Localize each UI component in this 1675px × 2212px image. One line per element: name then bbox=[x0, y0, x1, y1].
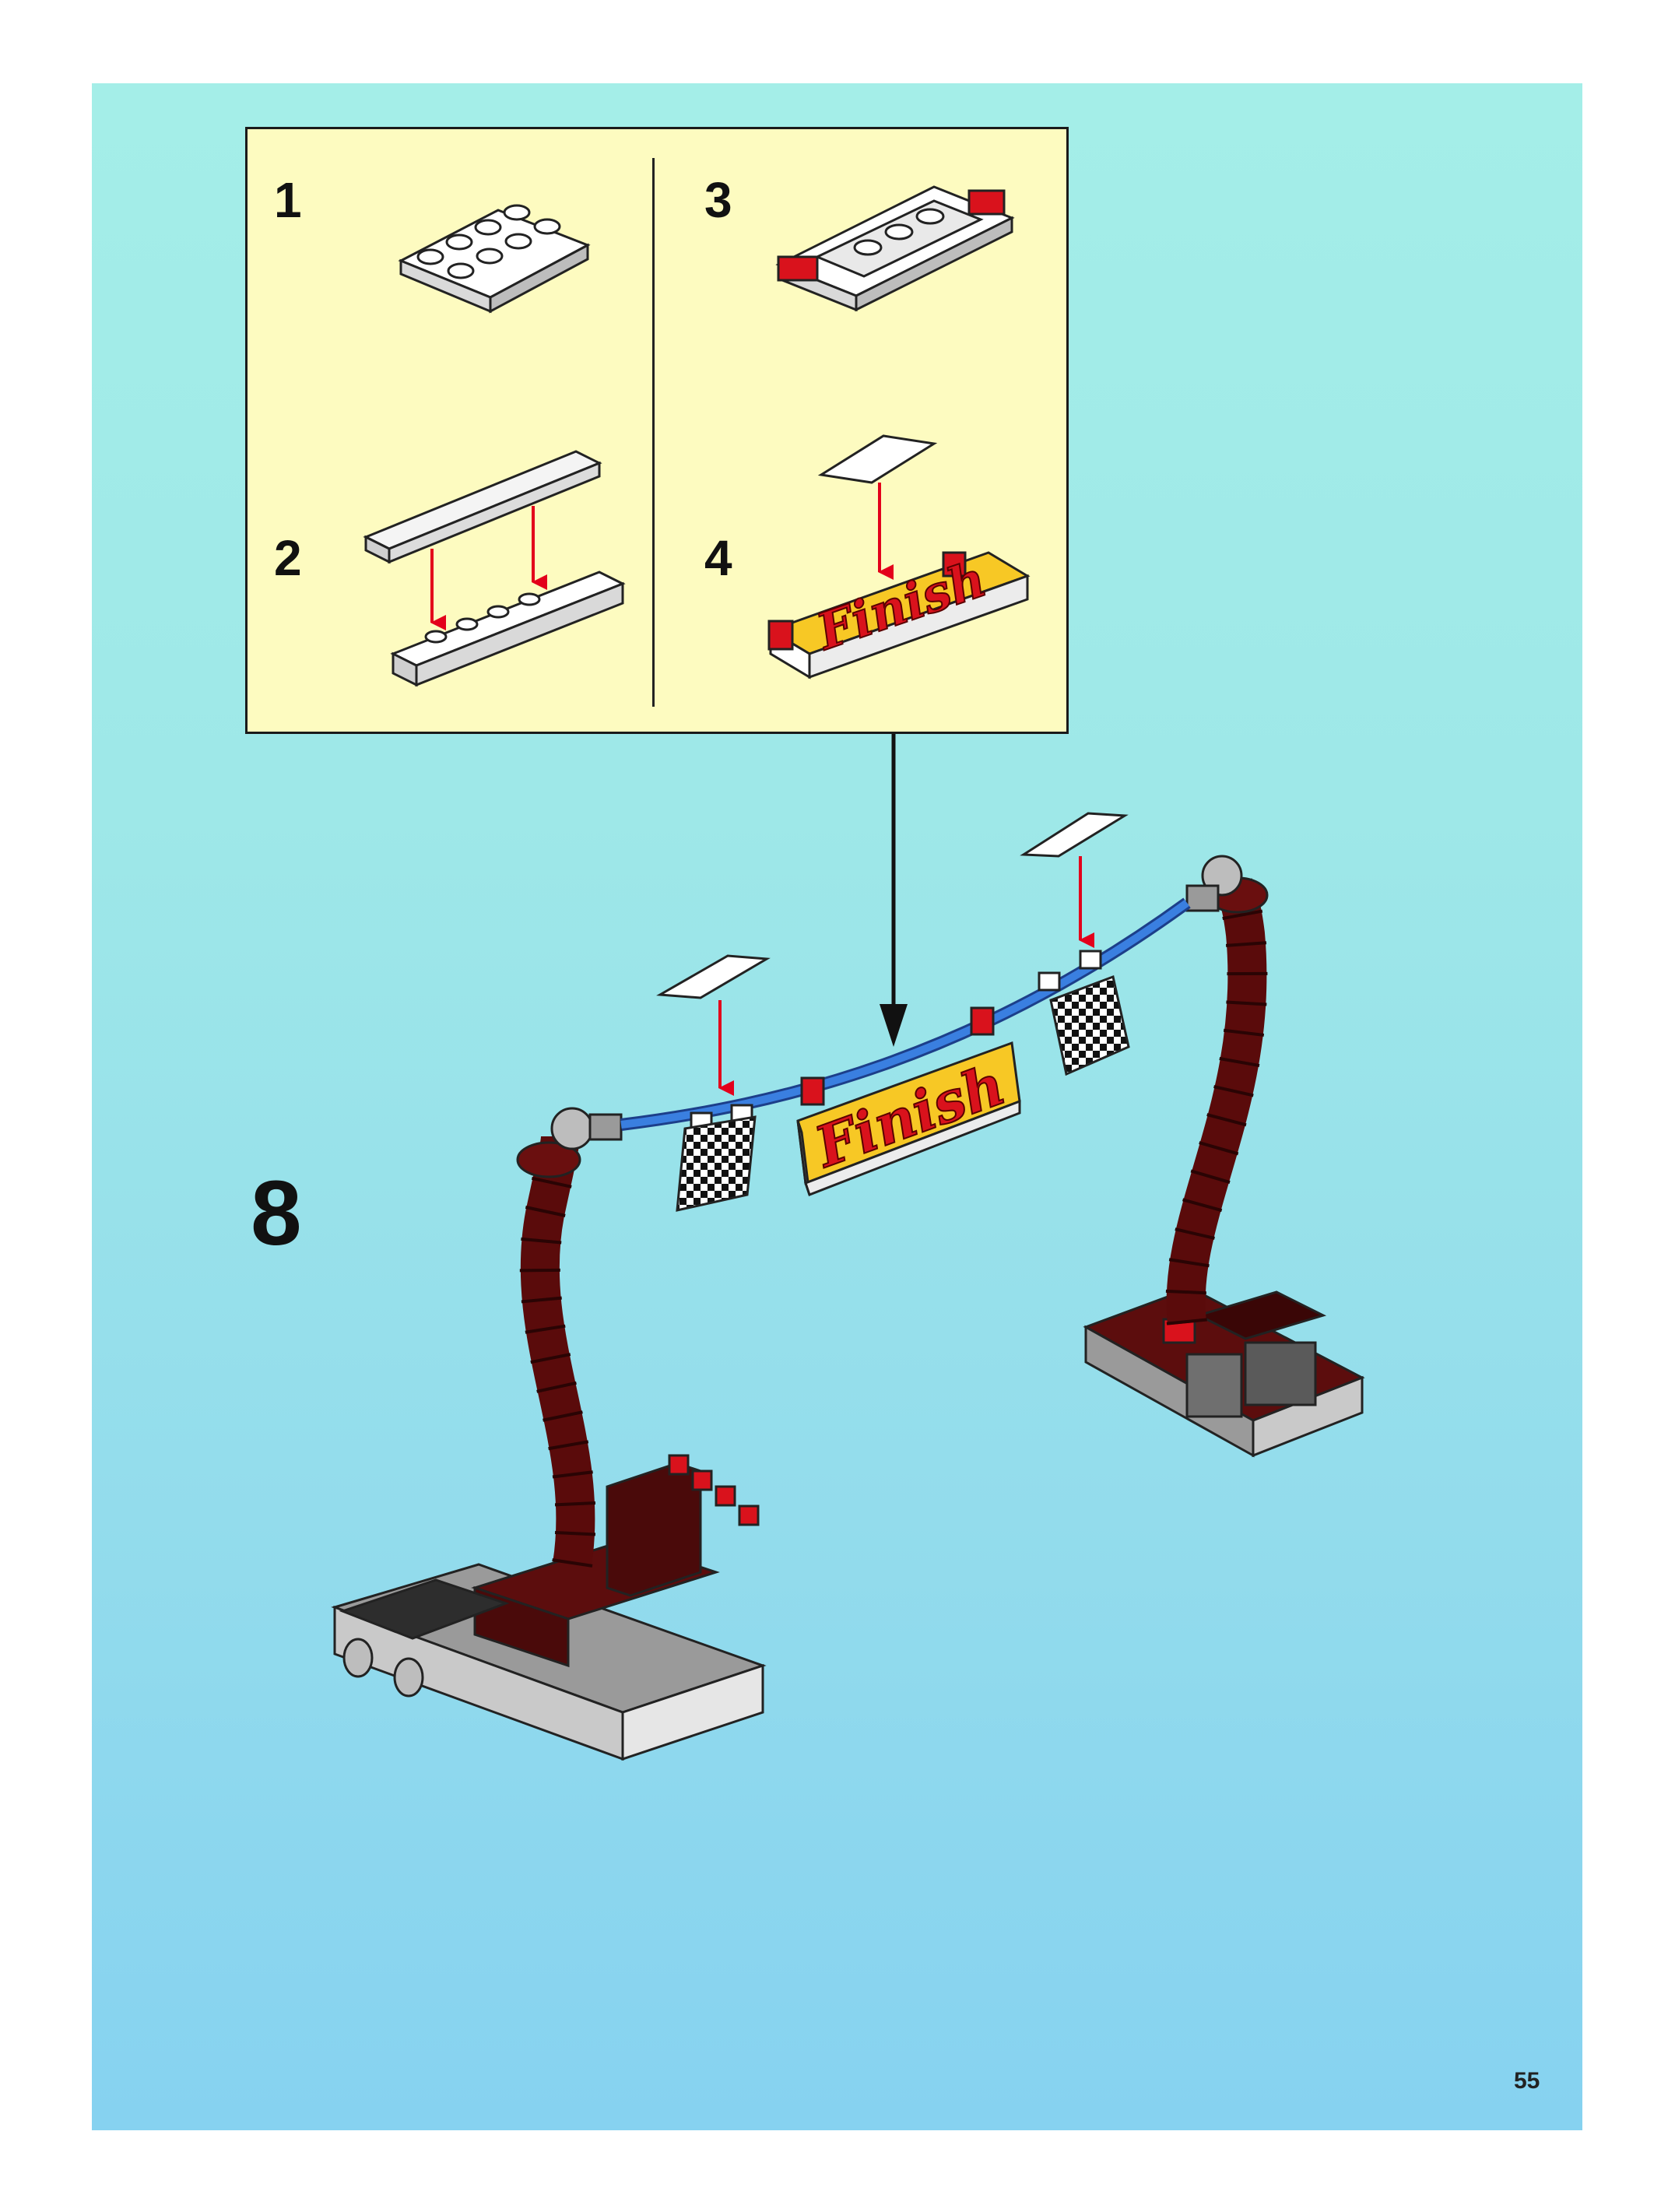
left-checkered-flag bbox=[660, 956, 767, 1210]
step3-clip-holder bbox=[778, 187, 1012, 310]
right-pole bbox=[1186, 887, 1248, 1323]
right-base bbox=[1086, 1288, 1362, 1455]
page-number: 55 bbox=[1514, 2068, 1540, 2094]
left-base bbox=[335, 1455, 763, 1759]
left-connector-clip bbox=[590, 1115, 621, 1139]
step4-finish-sign: Finish bbox=[769, 436, 1027, 677]
main-step-number: 8 bbox=[251, 1167, 302, 1259]
main-sign-text: Finish bbox=[806, 1051, 1013, 1180]
step2-tile-and-plate bbox=[366, 451, 623, 685]
left-pole bbox=[540, 1136, 576, 1564]
right-checkered-flag bbox=[1024, 813, 1129, 1074]
right-connector-clip bbox=[1187, 886, 1218, 911]
assembly-arrow-head bbox=[880, 1004, 908, 1047]
main-finish-sign: Finish bbox=[798, 1008, 1020, 1195]
step1-white-plate bbox=[401, 205, 588, 311]
left-connector bbox=[552, 1108, 592, 1149]
